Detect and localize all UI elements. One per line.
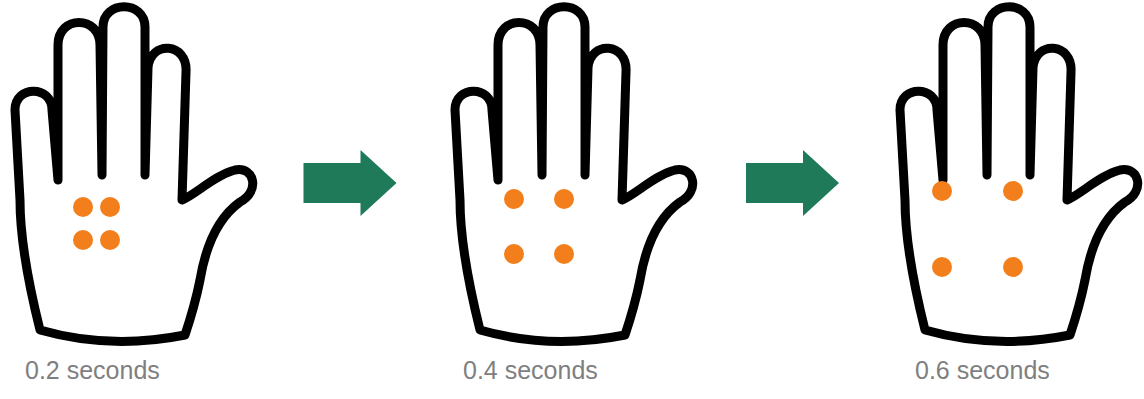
time-caption: 0.4 seconds bbox=[463, 356, 598, 385]
touch-dot bbox=[504, 244, 524, 264]
hand-outline bbox=[0, 0, 260, 350]
touch-dot bbox=[932, 257, 952, 277]
touch-dot bbox=[932, 181, 952, 201]
touch-dot bbox=[504, 189, 524, 209]
hand-path bbox=[900, 7, 1138, 342]
touch-dot bbox=[1003, 257, 1023, 277]
touch-dot bbox=[1003, 181, 1023, 201]
hand-path bbox=[15, 7, 253, 342]
hand-path bbox=[455, 7, 693, 342]
touch-dot bbox=[73, 230, 93, 250]
block-arrow bbox=[746, 150, 839, 216]
hand-outline bbox=[440, 0, 700, 350]
hand-stage: 0.2 seconds bbox=[0, 0, 260, 399]
time-caption: 0.6 seconds bbox=[915, 356, 1050, 385]
touch-dot bbox=[100, 230, 120, 250]
touch-dot bbox=[73, 197, 93, 217]
hand-stage: 0.6 seconds bbox=[885, 0, 1144, 399]
block-arrow bbox=[304, 150, 397, 216]
hand-outline bbox=[885, 0, 1144, 350]
time-caption: 0.2 seconds bbox=[25, 356, 160, 385]
hand-stage: 0.4 seconds bbox=[440, 0, 700, 399]
touch-dot bbox=[100, 197, 120, 217]
touch-dot bbox=[554, 189, 574, 209]
touch-dot bbox=[554, 244, 574, 264]
